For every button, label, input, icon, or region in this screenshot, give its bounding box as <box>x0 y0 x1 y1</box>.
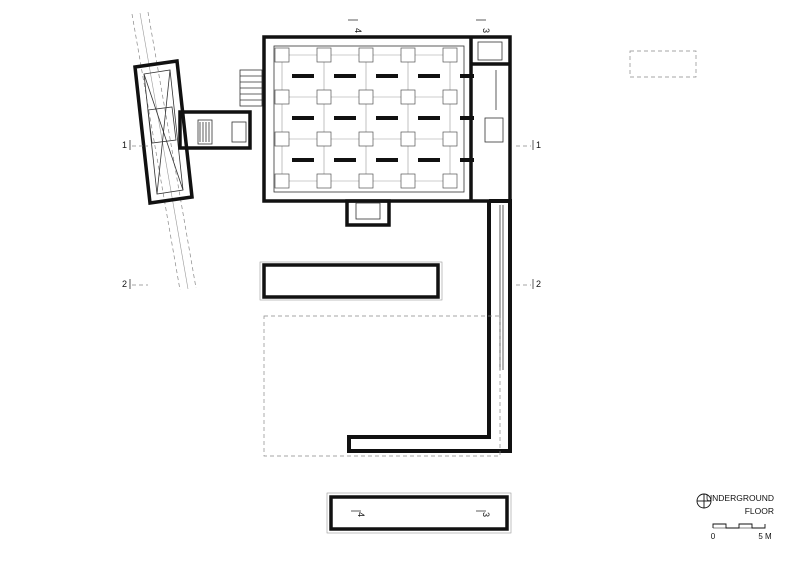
skewed-dashed-strip <box>131 11 197 291</box>
beam-lines <box>292 74 474 162</box>
scale-bar <box>712 523 766 529</box>
north-arrow-icon <box>696 493 712 509</box>
section-mark-1: 1 1 <box>122 140 541 150</box>
section-1-left-label: 1 <box>122 140 127 150</box>
beam <box>376 158 398 162</box>
column <box>274 47 290 63</box>
section-3-bottom-label: 3 <box>481 512 491 517</box>
column <box>274 131 290 147</box>
south-block <box>326 492 512 534</box>
column <box>400 173 416 189</box>
column <box>400 47 416 63</box>
beam <box>418 116 440 120</box>
connector-corridor <box>178 110 252 150</box>
column <box>316 47 332 63</box>
column <box>274 173 290 189</box>
beam <box>376 74 398 78</box>
beam <box>460 74 474 78</box>
dashed-outline-northeast <box>629 50 697 78</box>
beam <box>460 158 474 162</box>
drawing-title-line1: UNDERGROUND <box>706 493 774 503</box>
tilted-wing <box>133 59 194 205</box>
beam <box>334 116 356 120</box>
beam <box>334 74 356 78</box>
column <box>316 131 332 147</box>
column <box>358 173 374 189</box>
column <box>442 131 458 147</box>
beam <box>292 116 314 120</box>
column <box>274 89 290 105</box>
section-mark-4: 4 4 <box>348 19 366 517</box>
column-grid <box>274 47 458 189</box>
section-mark-3: 3 3 <box>476 19 491 517</box>
section-2-right-label: 2 <box>536 279 541 289</box>
section-2-left-label: 2 <box>122 279 127 289</box>
column <box>358 131 374 147</box>
south-porch <box>345 199 391 227</box>
column <box>400 89 416 105</box>
plaza-dashed-outline <box>263 315 501 457</box>
section-mark-2: 2 2 <box>122 279 541 289</box>
beam <box>292 74 314 78</box>
column <box>316 89 332 105</box>
section-1-right-label: 1 <box>536 140 541 150</box>
beam <box>460 116 474 120</box>
section-3-top-label: 3 <box>481 28 491 33</box>
section-4-top-label: 4 <box>353 28 363 33</box>
west-stair-block <box>239 69 263 107</box>
beam <box>376 116 398 120</box>
scale-end-label: 5 M <box>758 532 772 541</box>
beam <box>418 158 440 162</box>
l-shaped-corridor-wall <box>347 199 512 453</box>
column <box>442 89 458 105</box>
column <box>442 173 458 189</box>
drawing-title-line2: FLOOR <box>745 506 774 516</box>
beam <box>292 158 314 162</box>
column <box>316 173 332 189</box>
plaza-wall-block <box>259 261 443 301</box>
scale-start-label: 0 <box>711 532 716 541</box>
section-4-bottom-label: 4 <box>356 512 366 517</box>
column <box>358 89 374 105</box>
beam <box>418 74 440 78</box>
column <box>358 47 374 63</box>
column <box>400 131 416 147</box>
beam <box>334 158 356 162</box>
column <box>442 47 458 63</box>
